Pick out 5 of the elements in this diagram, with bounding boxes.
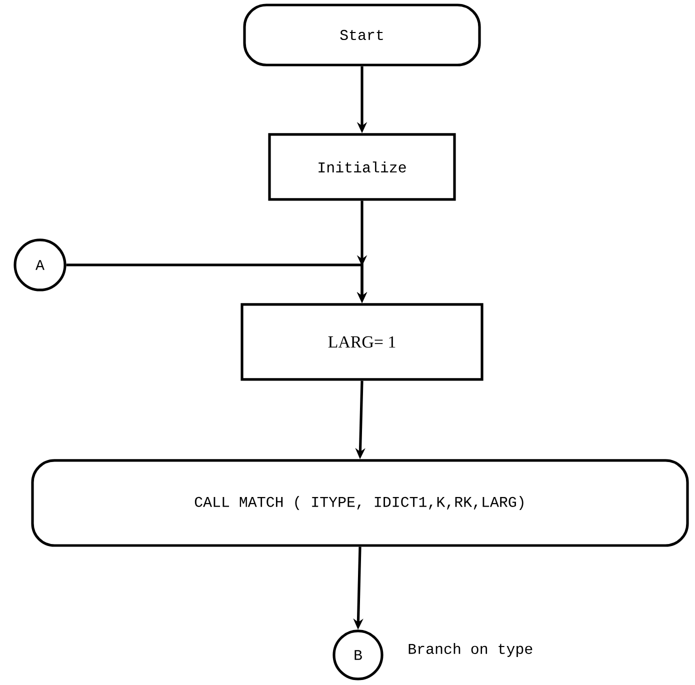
start-terminator: Start xyxy=(243,4,481,66)
note-text: Branch on type xyxy=(408,643,532,657)
process-box: Initialize xyxy=(268,133,456,201)
process-box: LARG= 1 xyxy=(240,303,484,381)
call-box: CALL MATCH ( ITYPE, IDICT1,K,RK,LARG) xyxy=(31,459,689,547)
